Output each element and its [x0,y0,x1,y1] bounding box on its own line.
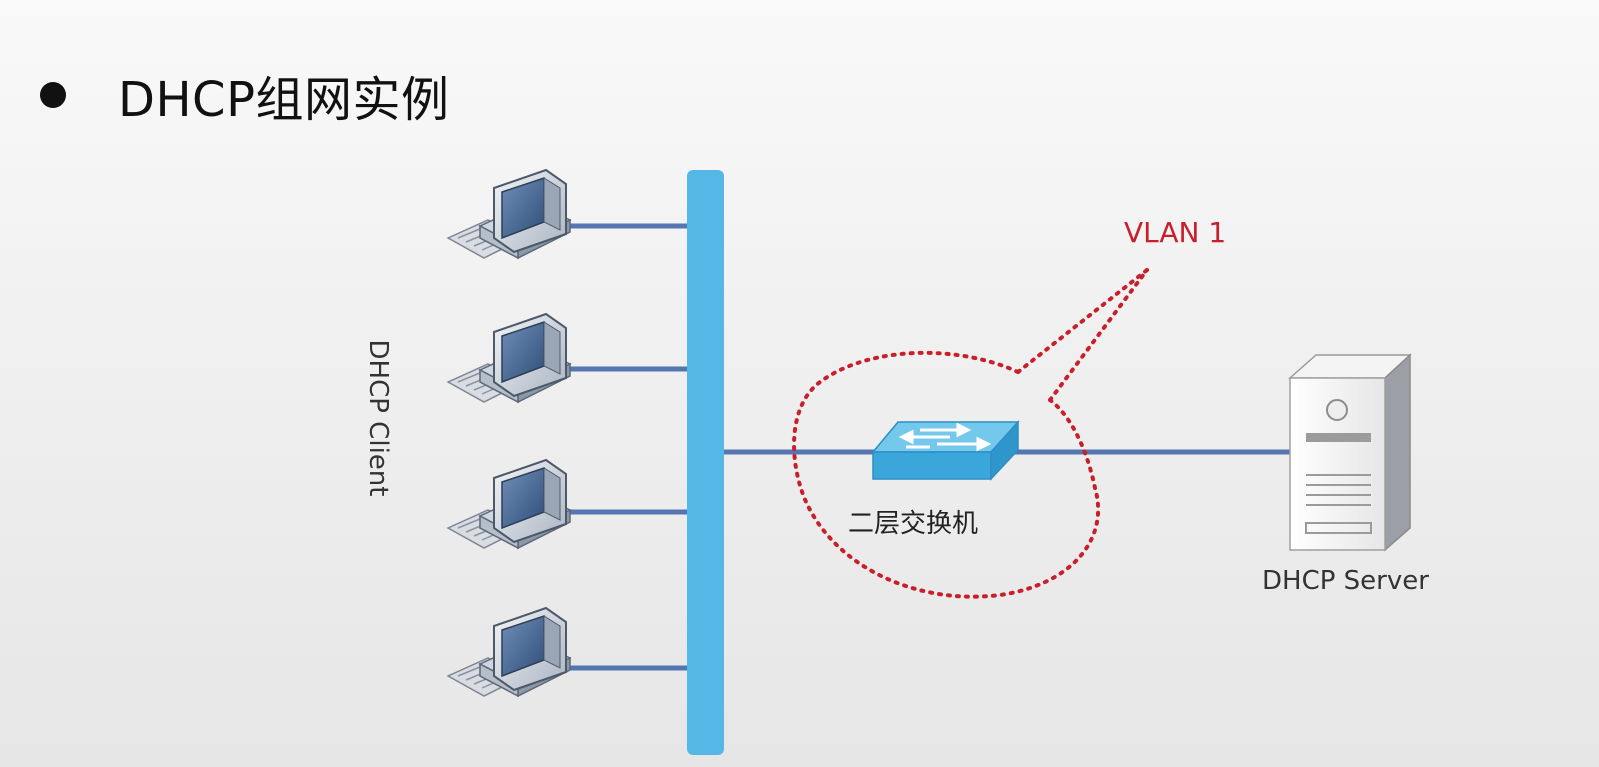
computer-icon [447,607,571,697]
computer-icon [447,459,571,549]
client-links [556,223,688,671]
switch-label: 二层交换机 [848,509,979,539]
vlan-label: VLAN 1 [1124,216,1227,249]
title-row: DHCP组网实例 [40,60,450,130]
client-label: DHCP Client [363,339,393,497]
network-bus [687,170,724,755]
computer-icon [447,313,571,403]
computer-icon [447,169,571,259]
slide-title: DHCP组网实例 [118,72,450,128]
switch-icon [871,420,1020,481]
vlan-boundary [792,268,1149,599]
server-icon [1288,353,1412,552]
server-label: DHCP Server [1262,566,1429,596]
bullet-icon [40,82,66,108]
